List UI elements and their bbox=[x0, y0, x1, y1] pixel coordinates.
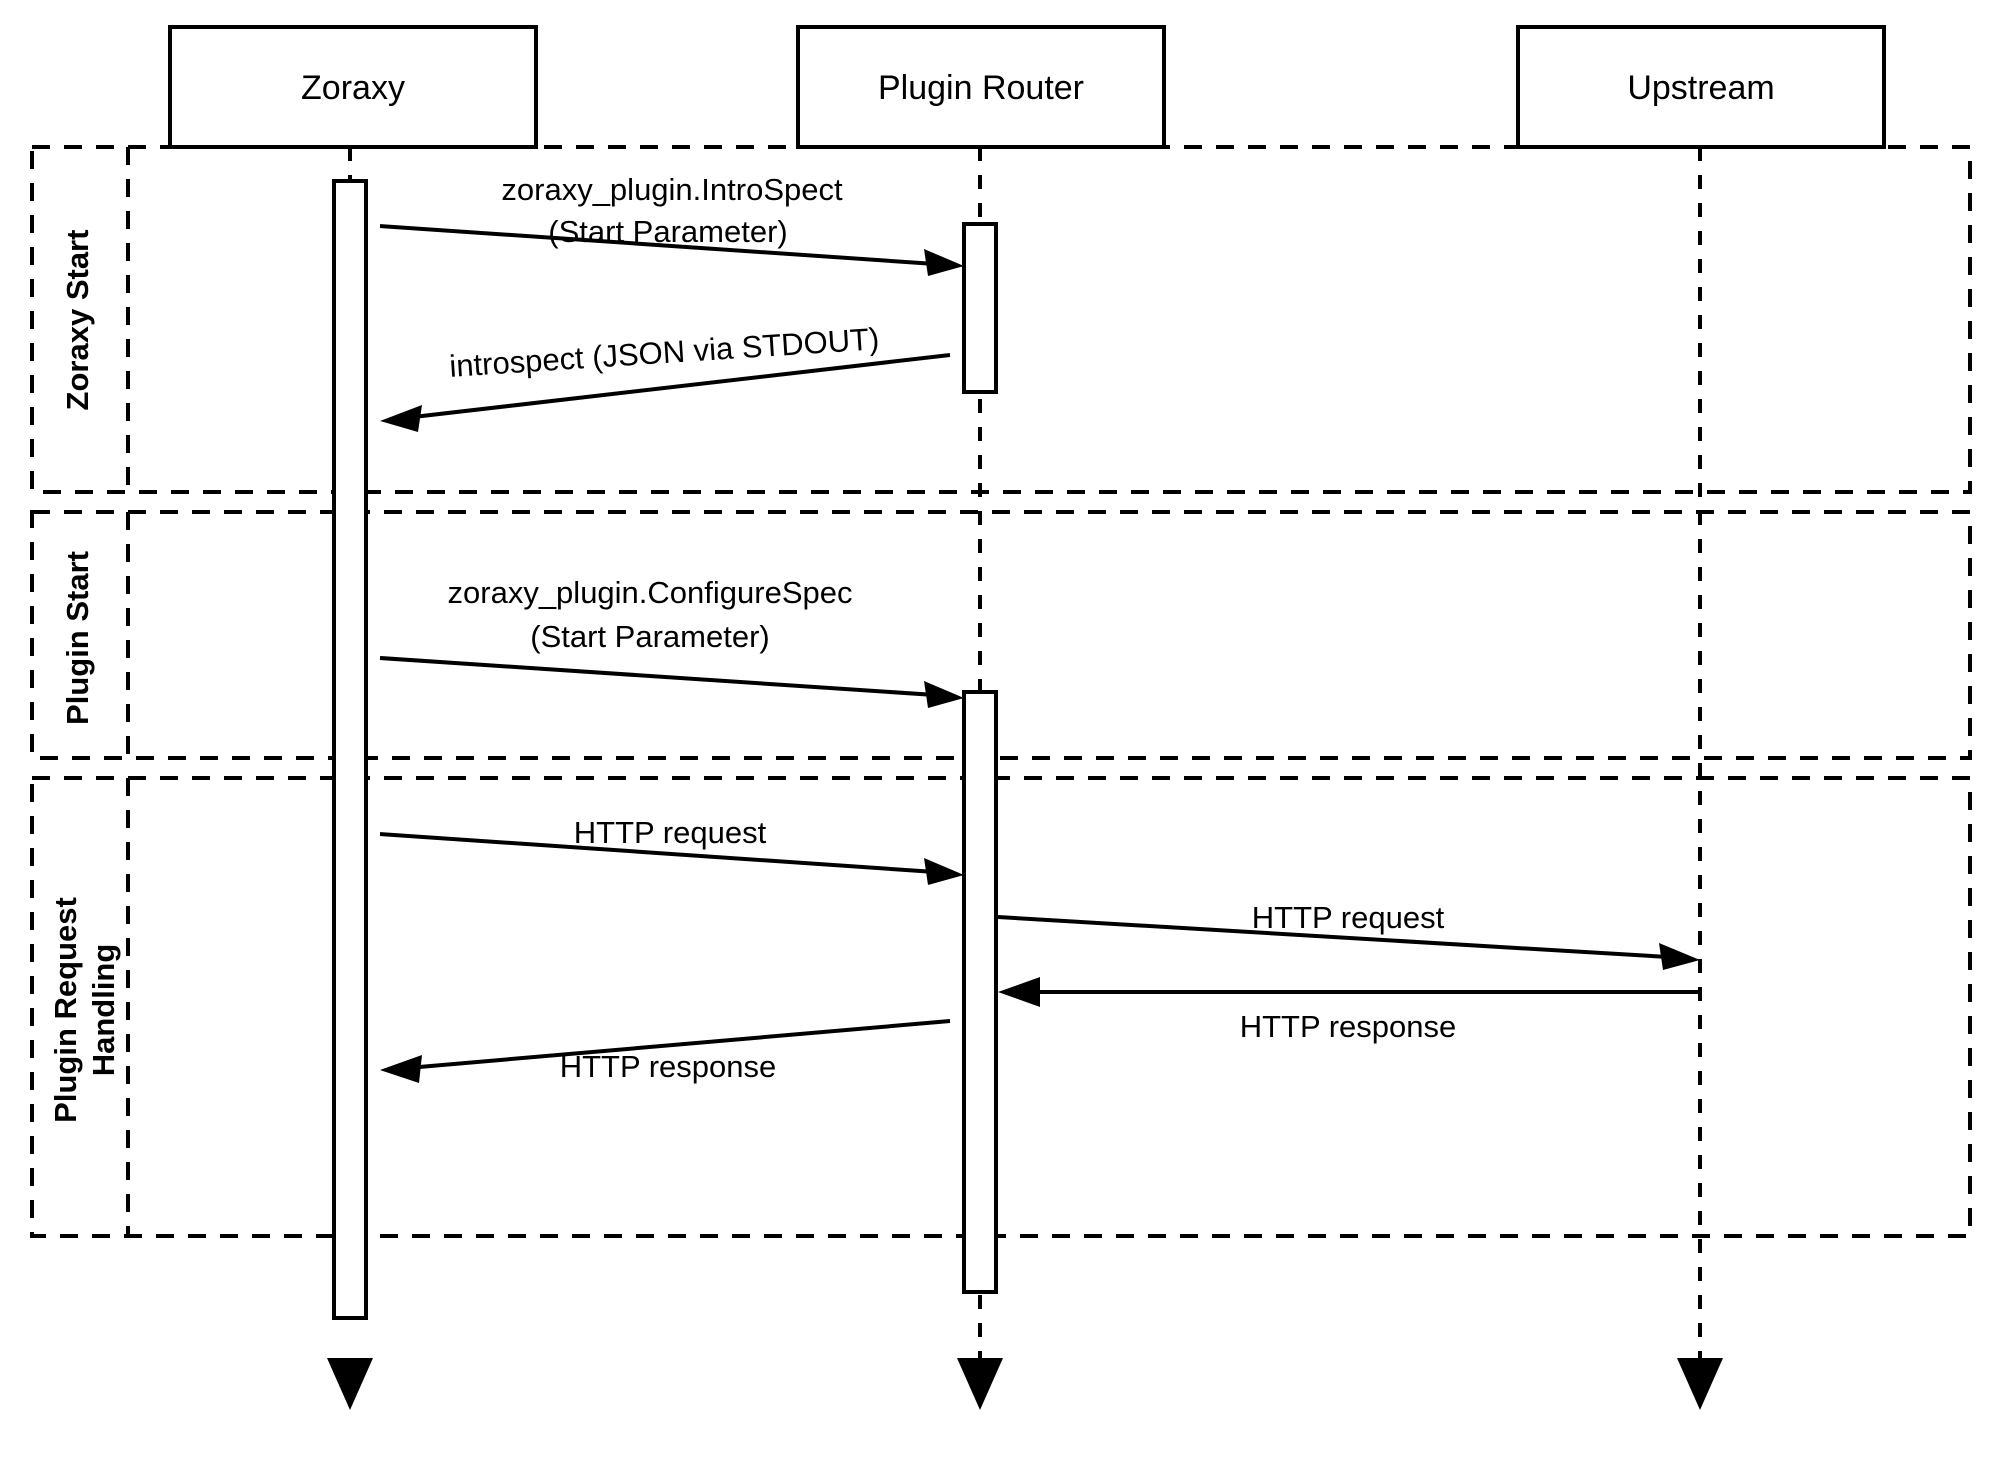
activation-bar-plugin-router-runtime bbox=[962, 690, 998, 1294]
fragment-label-zoraxy-start: Zoraxy Start bbox=[60, 230, 95, 411]
fragment-label-plugin-start: Plugin Start bbox=[60, 551, 95, 725]
message-http-response-to-zoraxy: HTTP response bbox=[380, 1019, 951, 1084]
message-label-line1: introspect (JSON via STDOUT) bbox=[448, 321, 880, 384]
message-http-request-to-router: HTTP request bbox=[379, 815, 964, 885]
message-label-line1: HTTP response bbox=[560, 1049, 777, 1084]
message-label-line1: HTTP response bbox=[1240, 1009, 1457, 1044]
arrow-head-left-icon bbox=[380, 1055, 422, 1083]
activation-bar-zoraxy bbox=[332, 179, 368, 1320]
participant-label-upstream: Upstream bbox=[1627, 69, 1774, 107]
message-configurespec-request: zoraxy_plugin.ConfigureSpec (Start Param… bbox=[379, 575, 964, 708]
fragment-label-line1: Plugin Request bbox=[48, 897, 83, 1123]
fragment-label-line2: Handling bbox=[86, 944, 121, 1077]
arrow-head-right-icon bbox=[924, 681, 964, 708]
participant-box-zoraxy[interactable] bbox=[168, 25, 538, 149]
lifeline-end-arrow-zoraxy-icon bbox=[327, 1358, 373, 1410]
message-introspect-request: zoraxy_plugin.IntroSpect (Start Paramete… bbox=[379, 172, 964, 276]
arrow-head-right-icon bbox=[924, 249, 964, 276]
lifeline-end-arrow-upstream-icon bbox=[1677, 1358, 1723, 1410]
participant-label-plugin-router: Plugin Router bbox=[878, 69, 1084, 107]
lifeline-end-arrow-plugin-router-icon bbox=[957, 1358, 1003, 1410]
message-http-request-to-upstream: HTTP request bbox=[997, 900, 1700, 970]
message-label-line1: HTTP request bbox=[1252, 900, 1445, 935]
message-http-response-from-upstream: HTTP response bbox=[998, 977, 1700, 1044]
message-label-line2: (Start Parameter) bbox=[548, 214, 787, 249]
fragment-label-plugin-request-handling: Plugin Request Handling bbox=[48, 897, 121, 1123]
fragment-frame-plugin-request-handling bbox=[30, 776, 1972, 1238]
arrow-head-left-icon bbox=[380, 405, 422, 432]
message-label-line1: zoraxy_plugin.IntroSpect bbox=[501, 172, 843, 207]
message-label-line1: zoraxy_plugin.ConfigureSpec bbox=[448, 575, 853, 610]
participant-label-zoraxy: Zoraxy bbox=[301, 69, 405, 107]
activation-bar-plugin-router-introspect bbox=[962, 222, 998, 394]
fragment-frame-plugin-start bbox=[30, 510, 1972, 760]
arrow-head-right-icon bbox=[924, 858, 964, 885]
arrow-head-left-icon bbox=[998, 977, 1040, 1007]
message-label-line1: HTTP request bbox=[574, 815, 767, 850]
arrow-head-right-icon bbox=[1659, 943, 1700, 970]
participant-box-upstream[interactable] bbox=[1516, 25, 1886, 149]
fragment-frame-zoraxy-start bbox=[30, 145, 1972, 494]
participant-box-plugin-router[interactable] bbox=[796, 25, 1166, 149]
message-label-line2: (Start Parameter) bbox=[530, 619, 769, 654]
message-introspect-response: introspect (JSON via STDOUT) bbox=[380, 321, 951, 432]
